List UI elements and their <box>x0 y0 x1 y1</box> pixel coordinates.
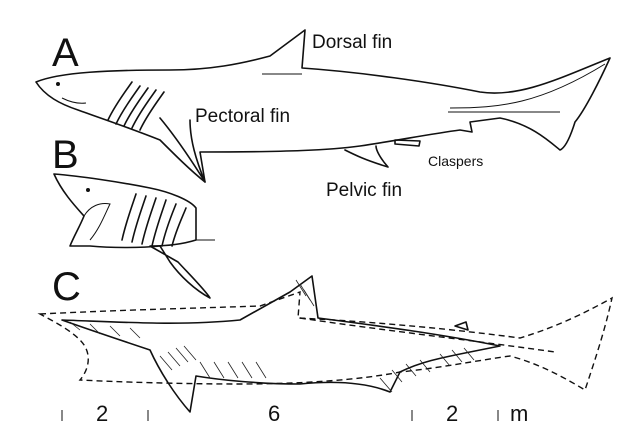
shark-c-drawing <box>37 275 614 413</box>
scale-segment-1: 2 <box>96 401 108 421</box>
scale-bar <box>61 410 499 421</box>
label-pelvic-fin: Pelvic fin <box>326 180 402 201</box>
label-claspers: Claspers <box>428 153 483 169</box>
scale-segment-2: 6 <box>268 401 280 421</box>
label-dorsal-fin: Dorsal fin <box>312 32 392 53</box>
scale-segment-3: 2 <box>446 401 458 421</box>
shark-a-drawing <box>35 29 611 183</box>
label-pectoral-fin: Pectoral fin <box>195 106 290 127</box>
scale-unit: m <box>510 401 528 421</box>
shark-b-drawing <box>53 173 215 299</box>
panel-label-b: B <box>52 133 79 177</box>
panel-label-c: C <box>52 265 81 309</box>
panel-label-a: A <box>52 31 79 75</box>
